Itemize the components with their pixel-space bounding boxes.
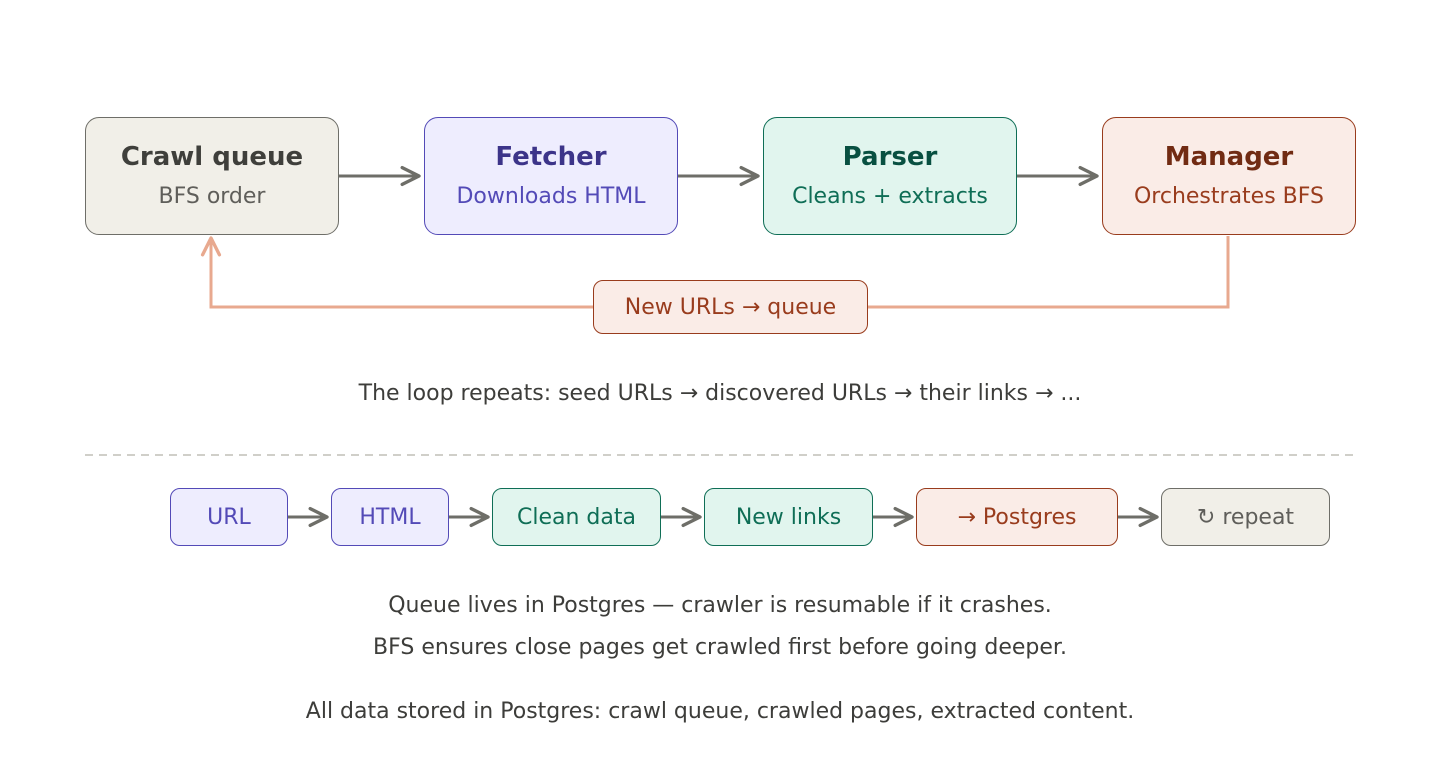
flow-step-clean-data: Clean data (492, 488, 661, 546)
node-title: Crawl queue (120, 142, 304, 172)
node-crawl-queue: Crawl queue BFS order (85, 117, 339, 235)
node-title: Parser (842, 142, 938, 172)
flow-step-html: HTML (331, 488, 449, 546)
node-subtitle: Orchestrates BFS (1133, 184, 1324, 209)
note-bfs: BFS ensures close pages get crawled firs… (373, 635, 1067, 660)
loop-note: The loop repeats: seed URLs → discovered… (358, 381, 1082, 406)
node-fetcher: Fetcher Downloads HTML (424, 117, 678, 235)
flow-step-postgres: → Postgres (916, 488, 1118, 546)
feedback-label: New URLs → queue (593, 280, 868, 334)
node-title: Manager (1164, 142, 1294, 172)
node-manager: Manager Orchestrates BFS (1102, 117, 1356, 235)
node-parser: Parser Cleans + extracts (763, 117, 1017, 235)
node-subtitle: Cleans + extracts (792, 184, 988, 209)
node-subtitle: Downloads HTML (456, 184, 646, 209)
flow-step-new-links: New links (704, 488, 873, 546)
flow-step-repeat: ↻ repeat (1161, 488, 1330, 546)
flow-step-url: URL (170, 488, 288, 546)
node-subtitle: BFS order (158, 184, 266, 209)
node-title: Fetcher (495, 142, 607, 172)
note-resumable: Queue lives in Postgres — crawler is res… (388, 593, 1052, 618)
note-storage: All data stored in Postgres: crawl queue… (305, 699, 1135, 724)
